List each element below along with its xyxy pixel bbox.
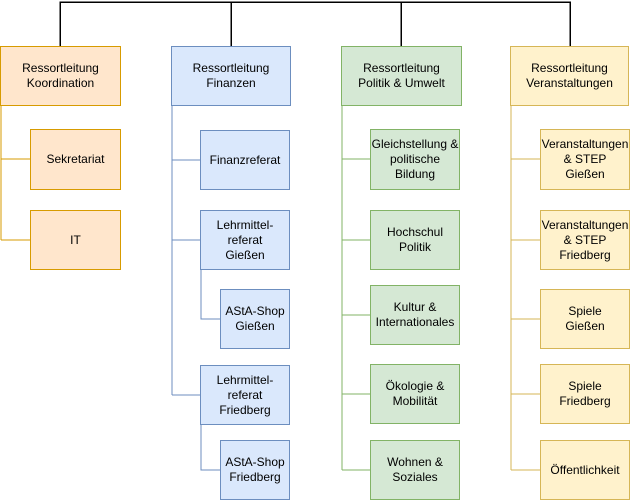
node-finanzreferat: Finanzreferat xyxy=(200,130,290,190)
node-spiele-giessen: Spiele Gießen xyxy=(540,289,630,349)
node-kultur-internationales: Kultur & Internationales xyxy=(370,285,460,345)
node-gleichstellung-politische-bildung: Gleichstellung & politische Bildung xyxy=(370,129,460,190)
connector-koordination xyxy=(0,106,30,241)
node-asta-shop-friedberg: AStA-Shop Friedberg xyxy=(220,440,290,500)
node-ressortleitung-finanzen: Ressortleitung Finanzen xyxy=(171,46,291,106)
connector-politik-umwelt xyxy=(341,106,370,471)
node-wohnen-soziales: Wohnen & Soziales xyxy=(370,440,460,500)
node-oekologie-mobilitaet: Ökologie & Mobilität xyxy=(370,364,460,424)
node-ressortleitung-koordination: Ressortleitung Koordination xyxy=(0,46,121,106)
node-spiele-friedberg: Spiele Friedberg xyxy=(540,364,630,424)
node-sekretariat: Sekretariat xyxy=(30,129,121,190)
node-asta-shop-giessen: AStA-Shop Gießen xyxy=(220,289,290,349)
connector-veranstaltungen xyxy=(510,106,540,471)
node-lehrmittelreferat-friedberg: Lehrmittel- referat Friedberg xyxy=(200,365,290,425)
node-ressortleitung-veranstaltungen: Ressortleitung Veranstaltungen xyxy=(510,46,629,106)
connector-root xyxy=(59,1,571,46)
node-veranstaltungen-step-giessen: Veranstaltungen & STEP Gießen xyxy=(540,129,630,190)
node-hochschulpolitik: Hochschul Politik xyxy=(370,210,460,270)
node-lehrmittelreferat-giessen: Lehrmittel- referat Gießen xyxy=(200,210,290,270)
node-oeffentlichkeit: Öffentlichkeit xyxy=(540,440,630,500)
node-it: IT xyxy=(30,210,121,270)
node-ressortleitung-politik-umwelt: Ressortleitung Politik & Umwelt xyxy=(341,46,462,106)
connector-finanzen xyxy=(171,106,220,471)
node-veranstaltungen-step-friedberg: Veranstaltungen & STEP Friedberg xyxy=(540,210,630,270)
